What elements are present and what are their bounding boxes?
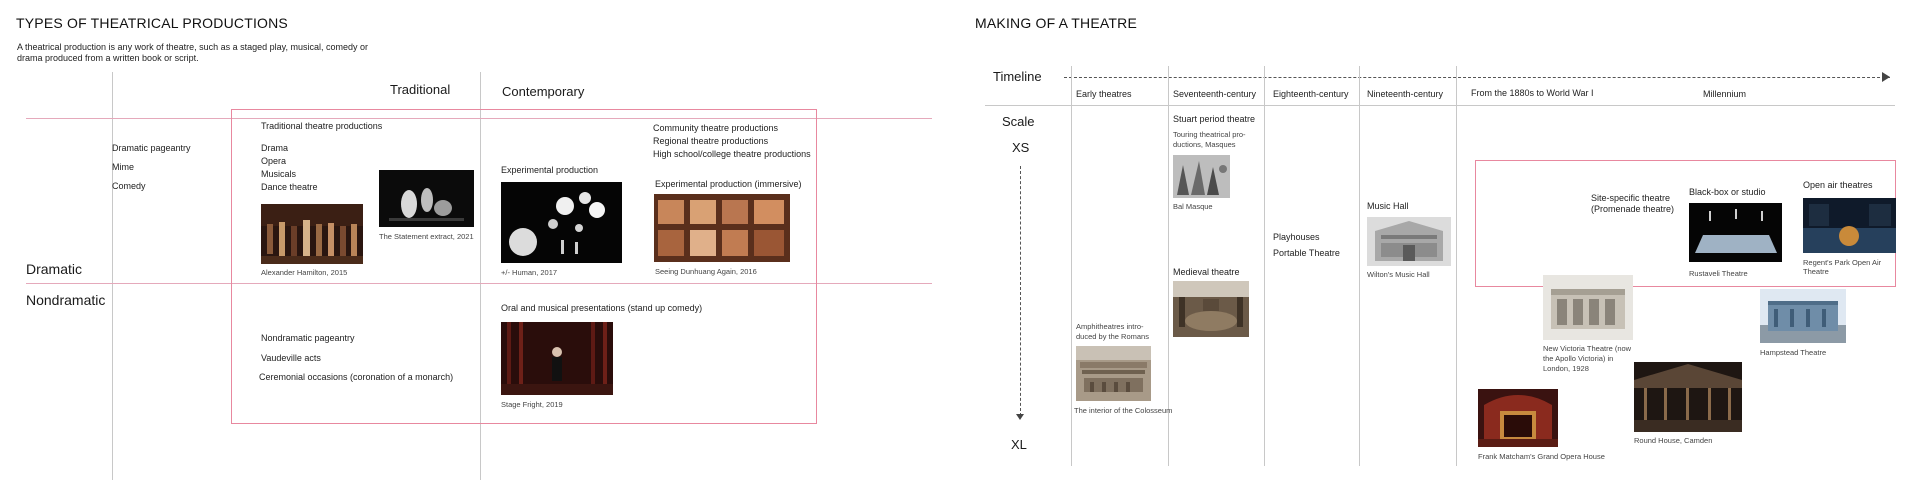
grid-line-vertical (480, 72, 481, 480)
music-hall-label: Music Hall (1367, 201, 1409, 211)
new-victoria-caption-line1: New Victoria Theatre (now (1543, 344, 1632, 353)
medieval-photo (1173, 281, 1249, 337)
medieval-label: Medieval theatre (1173, 267, 1240, 277)
nondramatic-item: Ceremonial occasions (coronation of a mo… (259, 372, 454, 382)
grid-line-vertical (112, 72, 113, 480)
column-header-traditional: Traditional (390, 82, 451, 97)
row-header-nondramatic: Nondramatic (26, 292, 106, 308)
touring-note-line2: ductions, Masques (1173, 140, 1236, 149)
dunhuang-caption: Seeing Dunhuang Again, 2016 (655, 267, 757, 276)
hamilton-caption: Alexander Hamilton, 2015 (261, 268, 348, 277)
stage-fright-photo (501, 322, 613, 395)
immersive-label: Experimental production (immersive) (655, 179, 802, 189)
amphitheatre-note-line1: Amphitheatres intro- (1076, 322, 1144, 331)
community-item: Regional theatre productions (653, 136, 769, 146)
stuart-label: Stuart period theatre (1173, 114, 1256, 124)
header-divider (985, 105, 1895, 106)
site-specific-label-line1: Site-specific theatre (1591, 193, 1671, 203)
period-divider (1071, 66, 1072, 466)
touring-note-line1: Touring theatrical pro- (1173, 130, 1246, 139)
traditional-item: Opera (261, 156, 287, 166)
new-victoria-photo (1543, 275, 1633, 340)
traditional-heading: Traditional theatre productions (261, 121, 383, 131)
regents-park-photo (1803, 198, 1896, 253)
stage-fright-caption: Stage Fright, 2019 (501, 400, 563, 409)
hamilton-photo (261, 204, 363, 264)
experimental-label: Experimental production (501, 165, 599, 175)
timeline-arrow-line (1064, 77, 1890, 78)
statement-caption: The Statement extract, 2021 (379, 232, 474, 241)
nondramatic-item: Nondramatic pageantry (261, 333, 355, 343)
rustaveli-photo (1689, 203, 1782, 262)
traditional-item: Dance theatre (261, 182, 318, 192)
section-title-productions: TYPES OF THEATRICAL PRODUCTIONS (16, 15, 288, 31)
bal-masque-photo (1173, 155, 1230, 198)
blackbox-label: Black-box or studio (1689, 187, 1766, 197)
wilton-photo (1367, 217, 1451, 266)
dunhuang-photo (654, 194, 790, 262)
roundhouse-caption: Round House, Camden (1634, 436, 1713, 445)
traditional-item: Musicals (261, 169, 297, 179)
column-header-contemporary: Contemporary (502, 84, 585, 99)
human-photo (501, 182, 622, 263)
regents-park-caption-line1: Regent's Park Open Air (1803, 258, 1882, 267)
section-title-making: MAKING OF A THEATRE (975, 15, 1137, 31)
new-victoria-caption-line2: the Apollo Victoria) in (1543, 354, 1614, 363)
period-divider (1359, 66, 1360, 466)
amphitheatre-note-line2: duced by the Romans (1076, 332, 1149, 341)
pageantry-item: Dramatic pageantry (112, 143, 191, 153)
period-header: Early theatres (1076, 89, 1132, 99)
playhouses-label: Playhouses (1273, 232, 1320, 242)
period-header: From the 1880s to World War I (1471, 88, 1594, 98)
matcham-photo (1478, 389, 1558, 447)
community-item: High school/college theatre productions (653, 149, 811, 159)
period-header: Seventeenth-century (1173, 89, 1257, 99)
human-caption: +/- Human, 2017 (501, 268, 558, 277)
regents-park-caption-line2: Theatre (1803, 267, 1829, 276)
grid-line-horizontal (26, 118, 932, 119)
intro-text-line1: A theatrical production is any work of t… (17, 42, 369, 52)
pageantry-item: Comedy (112, 181, 146, 191)
community-item: Community theatre productions (653, 123, 779, 133)
portable-theatre-label: Portable Theatre (1273, 248, 1340, 258)
grid-line-horizontal (26, 283, 932, 284)
scale-label: Scale (1002, 114, 1035, 129)
period-header: Eighteenth-century (1273, 89, 1349, 99)
nondramatic-item: Vaudeville acts (261, 353, 321, 363)
hampstead-photo (1760, 289, 1846, 343)
matcham-caption: Frank Matcham's Grand Opera House (1478, 452, 1605, 461)
roundhouse-photo (1634, 362, 1742, 432)
statement-photo (379, 170, 474, 227)
oral-presentations-label: Oral and musical presentations (stand up… (501, 303, 703, 313)
timeline-label: Timeline (993, 69, 1042, 84)
scale-xl-label: XL (1011, 437, 1027, 452)
traditional-contemporary-frame (231, 109, 817, 424)
bal-masque-caption: Bal Masque (1173, 202, 1213, 211)
traditional-item: Drama (261, 143, 289, 153)
period-divider (1264, 66, 1265, 466)
period-divider (1456, 66, 1457, 466)
colosseum-caption: The interior of the Colosseum (1074, 406, 1173, 415)
period-header: Nineteenth-century (1367, 89, 1444, 99)
site-specific-label-line2: (Promenade theatre) (1591, 204, 1675, 214)
rustaveli-caption: Rustaveli Theatre (1689, 269, 1748, 278)
scale-xs-label: XS (1012, 140, 1030, 155)
hampstead-caption: Hampstead Theatre (1760, 348, 1827, 357)
scale-arrow-head (1016, 414, 1024, 420)
period-divider (1168, 66, 1169, 466)
new-victoria-caption-line3: London, 1928 (1543, 364, 1589, 373)
timeline-arrow-head (1882, 72, 1890, 82)
intro-text-line2: drama produced from a written book or sc… (17, 53, 199, 63)
row-header-dramatic: Dramatic (26, 261, 83, 277)
period-header: Millennium (1703, 89, 1747, 99)
wilton-caption: Wilton's Music Hall (1367, 270, 1430, 279)
scale-arrow-line (1020, 166, 1021, 416)
pageantry-item: Mime (112, 162, 134, 172)
open-air-label: Open air theatres (1803, 180, 1873, 190)
colosseum-photo (1076, 346, 1151, 401)
